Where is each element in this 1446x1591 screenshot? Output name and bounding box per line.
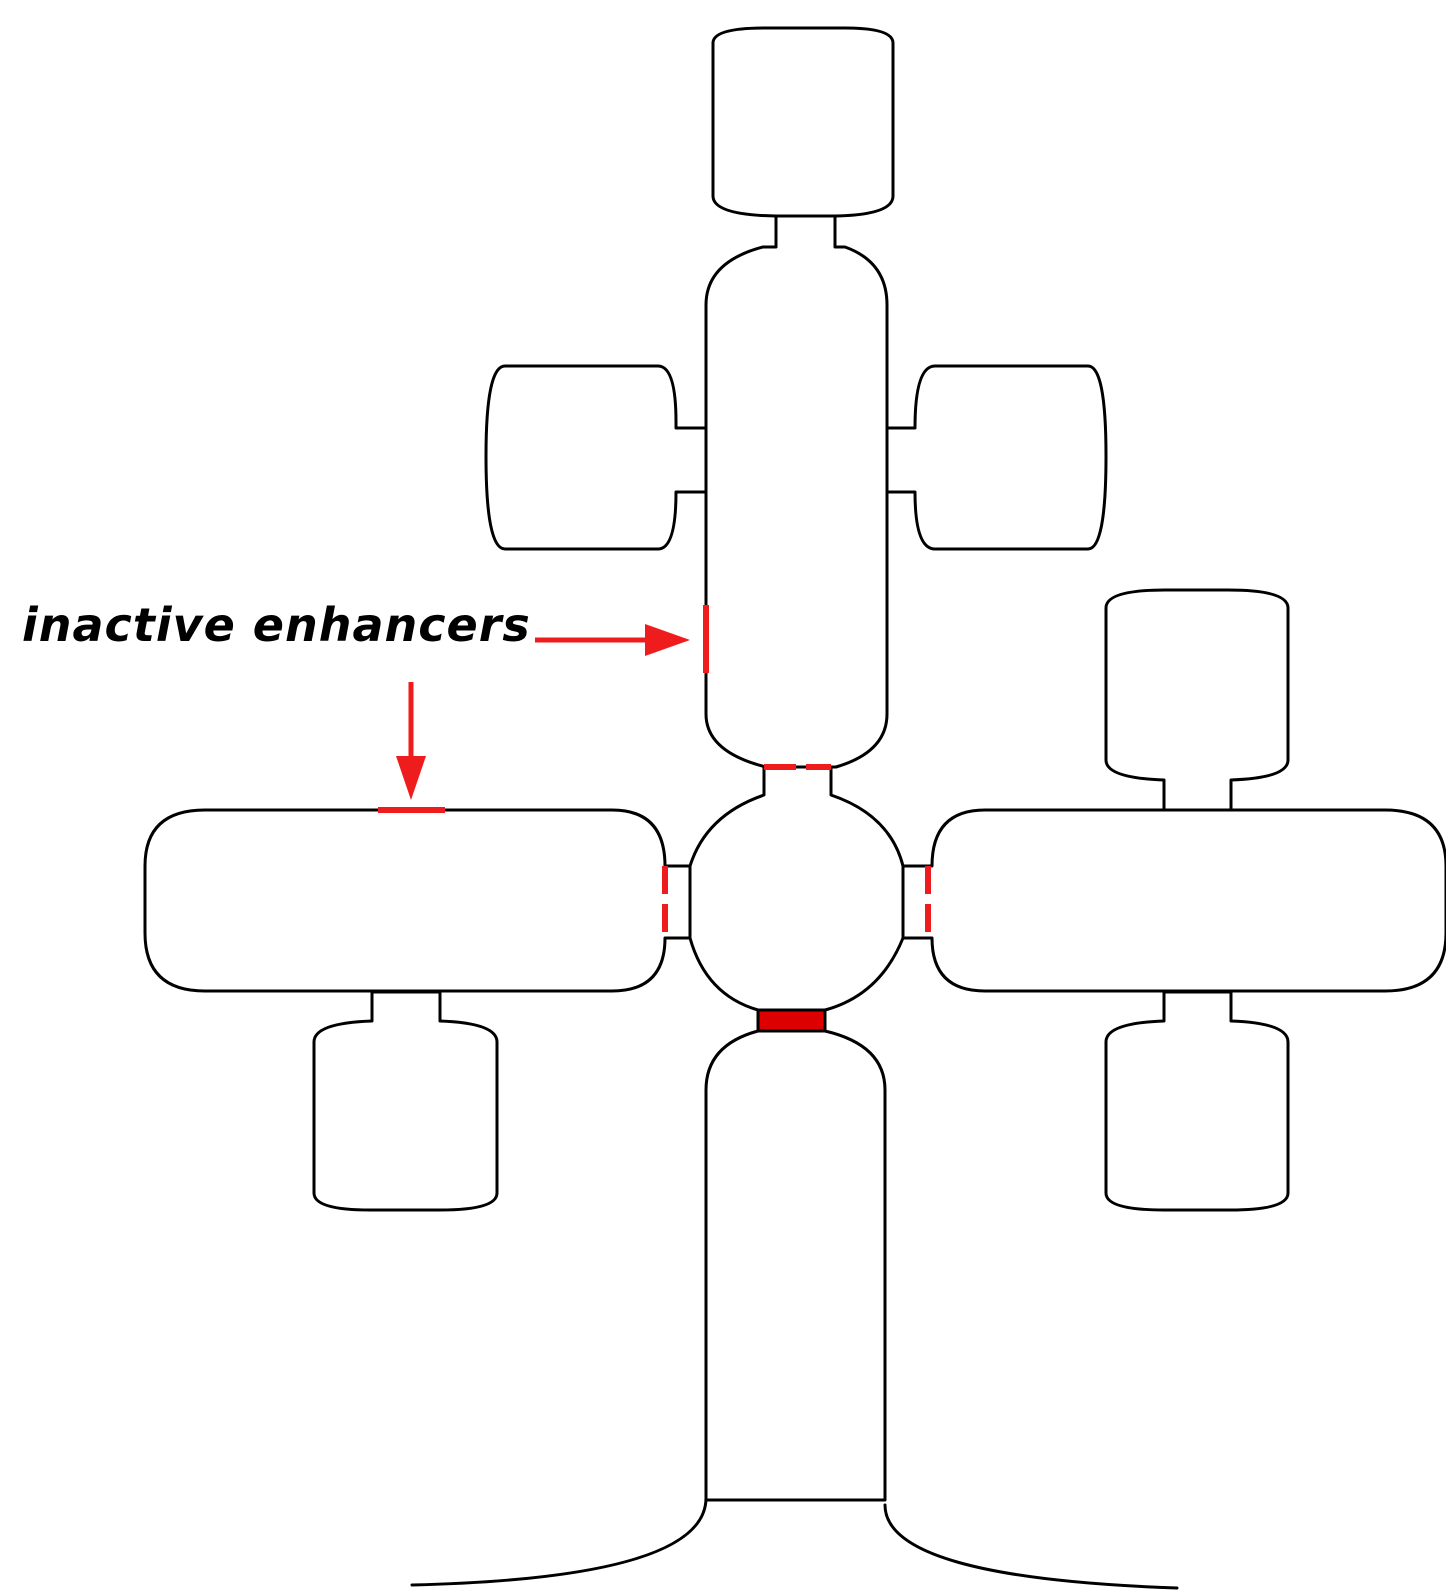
right-bottom-cap-domain: [1104, 990, 1290, 1212]
right-arm-domain: [901, 808, 1446, 993]
top-left-arm-domain: [484, 364, 708, 551]
top-right-arm-domain: [885, 364, 1108, 551]
stem-left-strand: [410, 1496, 708, 1587]
right-top-cap-domain: [1104, 588, 1290, 812]
stem-right-strand: [883, 1503, 1179, 1590]
enhancer-marks: [378, 605, 931, 938]
top-cap-domain: [711, 26, 895, 249]
active-anchor-segment: [756, 1008, 827, 1033]
central-hub: [688, 765, 905, 1012]
chromatin-stem: [410, 1008, 1179, 1590]
central-hub-domain: [688, 765, 905, 1012]
left-arm-domain: [143, 808, 692, 993]
left-bottom-cap-domain: [312, 990, 499, 1212]
chromatin-loop-right: [901, 588, 1446, 1212]
chromatin-loop-top: [484, 26, 1108, 769]
arrow-right-head-icon: [645, 624, 690, 656]
top-trunk-domain: [704, 214, 889, 769]
annotation-arrows: [396, 624, 690, 800]
chromatin-loop-left: [143, 808, 692, 1212]
inactive-enhancers-label: inactive enhancers: [22, 598, 531, 652]
stem-domain: [704, 1029, 887, 1502]
arrow-down-head-icon: [396, 756, 426, 800]
